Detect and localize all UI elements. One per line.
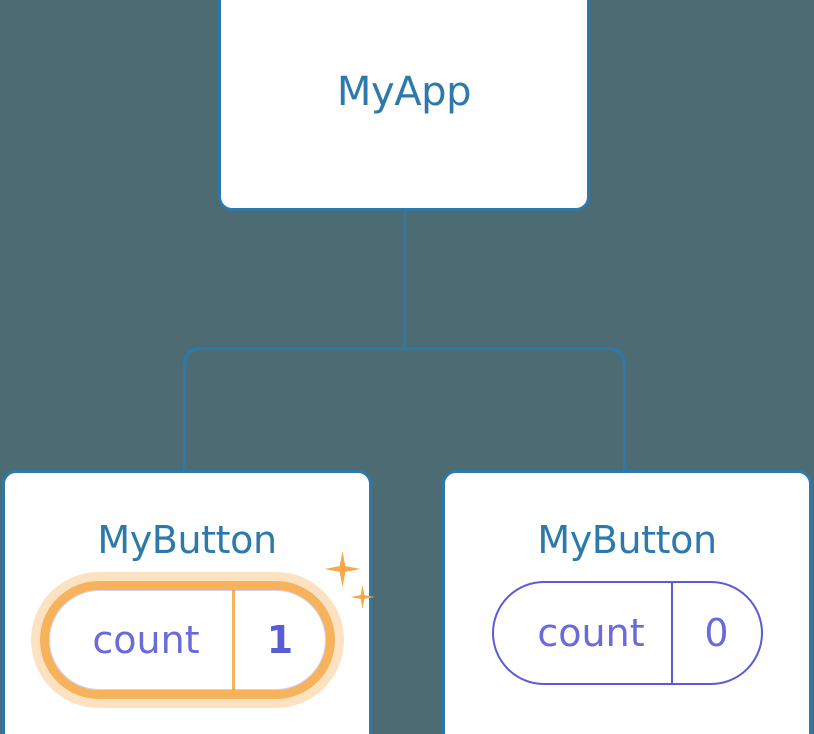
state-pill-right[interactable]: count 0 xyxy=(491,581,763,685)
sparkle-large-icon xyxy=(324,551,361,587)
node-mybutton-left[interactable]: MyButton count 1 xyxy=(2,470,375,734)
state-pill-right-label: count xyxy=(537,611,645,655)
state-pill-left-body[interactable]: count 1 xyxy=(39,581,335,699)
node-mybutton-left-title: MyButton xyxy=(97,518,277,562)
state-pill-left-label: count xyxy=(92,618,200,662)
node-myapp[interactable]: MyApp xyxy=(218,0,590,211)
node-mybutton-right-title: MyButton xyxy=(537,518,717,562)
node-myapp-title: MyApp xyxy=(336,68,472,115)
state-pill-left[interactable]: count 1 xyxy=(39,551,375,699)
update-sparkles xyxy=(321,551,381,621)
connector-branch-bar xyxy=(183,347,626,472)
node-mybutton-right[interactable]: MyButton count 0 xyxy=(442,470,812,734)
state-pill-right-body[interactable]: count 0 xyxy=(491,581,763,685)
sparkle-small-icon xyxy=(350,585,375,609)
state-pill-left-value: 1 xyxy=(231,590,326,690)
state-pill-right-value: 0 xyxy=(670,583,761,683)
